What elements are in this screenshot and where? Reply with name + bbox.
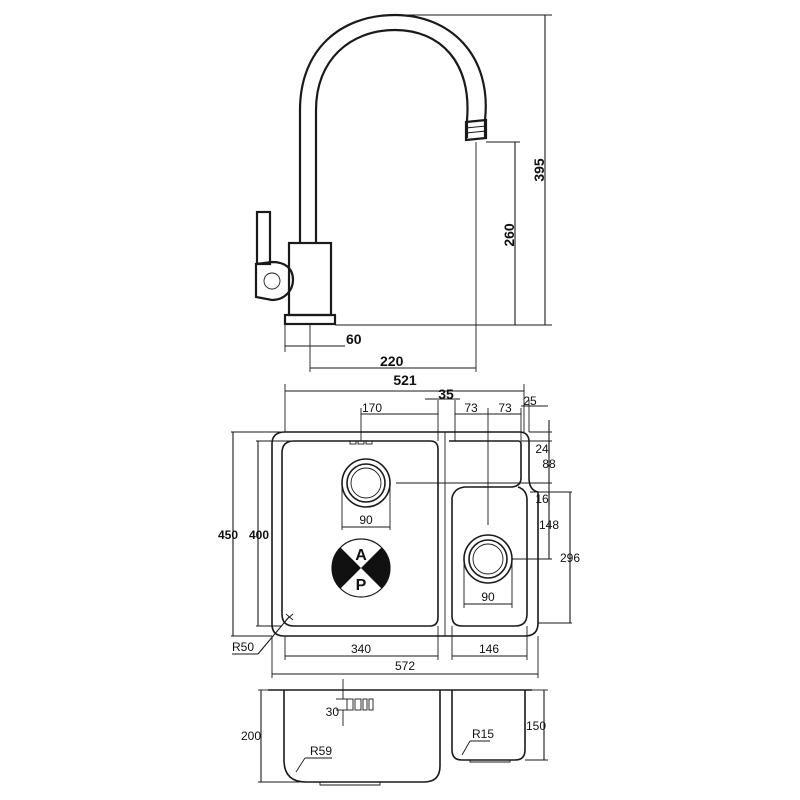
faucet-view: 395 260 60 220 (254, 13, 552, 372)
dim-35: 35 (438, 386, 454, 402)
dim-73-a: 73 (464, 401, 478, 415)
dim-150: 150 (526, 719, 546, 733)
dim-r15: R15 (472, 727, 494, 741)
dim-148: 148 (539, 518, 559, 532)
dim-width-top: 521 (393, 372, 417, 388)
faucet-lever-hub (254, 260, 295, 302)
sink-plan-view: A P 521 35 170 73 73 25 24 88 16 (218, 372, 580, 678)
dim-25: 25 (523, 394, 537, 408)
small-drain (463, 534, 513, 584)
ap-logo: A P (331, 538, 391, 598)
logo-right-quadrant (361, 547, 390, 589)
dim-450: 450 (218, 528, 238, 542)
main-bowl (281, 440, 439, 627)
logo-letter-bottom: P (356, 577, 367, 594)
overflow-slot (349, 440, 373, 445)
faucet-lever (255, 210, 272, 266)
faucet-base (283, 313, 337, 326)
dim-400: 400 (249, 528, 269, 542)
dim-height-spout: 260 (501, 223, 517, 247)
dim-572: 572 (395, 659, 415, 673)
dim-296: 296 (560, 551, 580, 565)
dim-73-b: 73 (498, 401, 512, 415)
logo-left-quadrant (332, 547, 361, 589)
dim-base-offset: 60 (346, 331, 362, 347)
dim-r50: R50 (232, 640, 254, 654)
logo-letter-top: A (355, 547, 367, 564)
faucet-spout-outer (298, 13, 487, 243)
dim-30: 30 (326, 705, 340, 719)
sink-outline (271, 431, 539, 637)
faucet-body (287, 241, 333, 317)
dim-24: 24 (535, 442, 549, 456)
small-bowl (449, 440, 528, 627)
dim-r59: R59 (310, 744, 332, 758)
dim-reach: 220 (380, 353, 404, 369)
faucet-spout-inner (314, 28, 469, 243)
dim-90-main-drain: 90 (359, 513, 373, 527)
faucet-nozzle (464, 118, 488, 142)
dim-200: 200 (241, 729, 261, 743)
overflow-fitting (346, 698, 374, 711)
sink-section-view: 30 200 150 R59 R15 (241, 679, 548, 786)
dim-height-total: 395 (531, 158, 547, 182)
dim-340: 340 (351, 642, 371, 656)
dim-16: 16 (535, 492, 549, 506)
dim-170: 170 (362, 401, 382, 415)
section-small-bowl (451, 690, 526, 761)
dim-88: 88 (542, 457, 556, 471)
main-drain (341, 458, 391, 508)
section-main-bowl (283, 690, 441, 783)
dim-90-small-drain: 90 (481, 590, 495, 604)
dim-146: 146 (479, 642, 499, 656)
